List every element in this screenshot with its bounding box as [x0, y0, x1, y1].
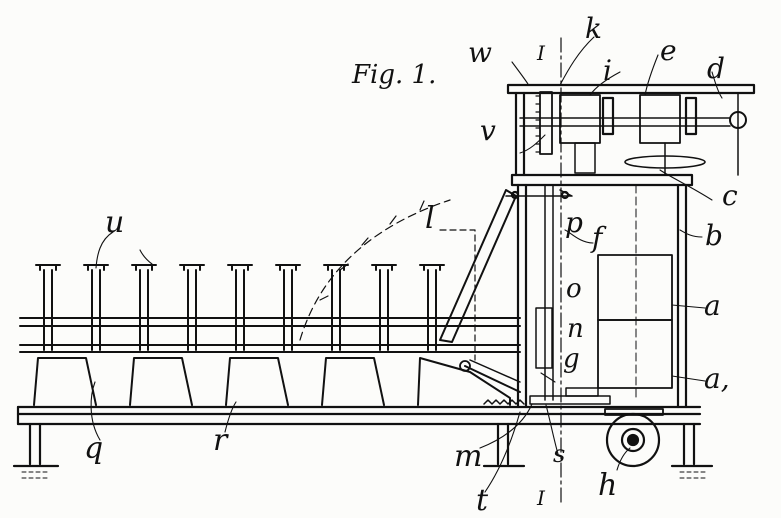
label-w: w: [468, 36, 492, 69]
label-q: q: [84, 431, 103, 466]
label-k: k: [585, 12, 602, 45]
label-c: c: [722, 179, 738, 212]
label-section-bottom: I: [536, 486, 546, 510]
part-labels: w I k i e d v c l p f b u o a n g a, q r…: [84, 12, 738, 518]
label-u: u: [105, 205, 124, 240]
label-i: i: [603, 54, 612, 87]
label-l: l: [425, 201, 435, 236]
base-frame: [12, 405, 714, 479]
label-r: r: [213, 423, 229, 458]
label-g: g: [563, 344, 580, 374]
label-h: h: [598, 468, 617, 503]
top-head: [506, 83, 756, 177]
leader-lines: [90, 36, 723, 493]
label-section-top: I: [536, 41, 546, 65]
upright-rack: [19, 264, 525, 406]
main-column: [505, 173, 694, 409]
label-n: n: [567, 314, 584, 344]
footings: [33, 357, 511, 406]
label-v: v: [480, 114, 496, 147]
label-s: s: [553, 440, 565, 468]
label-e: e: [660, 34, 677, 67]
label-p: p: [565, 206, 583, 239]
label-d: d: [707, 52, 725, 85]
figure-title: Fig. 1.: [352, 60, 437, 90]
label-a1: a,: [704, 362, 730, 395]
uprights: [35, 264, 445, 351]
wheel-h: [604, 408, 664, 468]
label-b: b: [705, 219, 723, 252]
label-a: a: [704, 289, 721, 322]
label-t: t: [476, 483, 489, 518]
label-m: m: [454, 439, 482, 474]
label-o: o: [566, 274, 582, 304]
label-f: f: [590, 221, 607, 254]
